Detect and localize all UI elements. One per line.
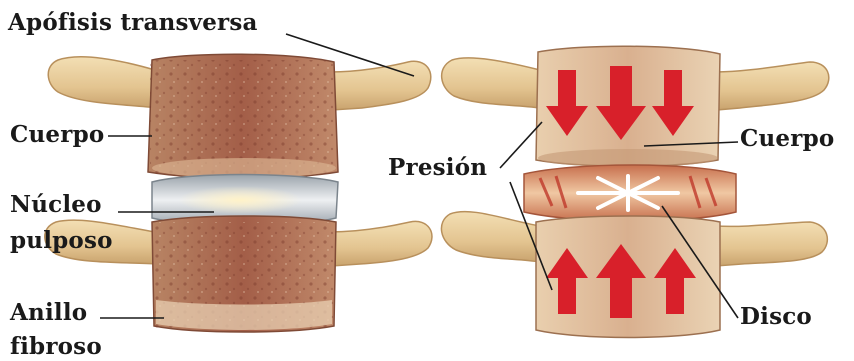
label-presion: Presión: [388, 155, 487, 181]
label-nucleo-line1: Núcleo: [10, 192, 102, 218]
label-cuerpo-right: Cuerpo: [740, 126, 834, 152]
right-lower-process-right: [716, 222, 827, 266]
left-upper-process-right: [330, 61, 431, 110]
right-upper-process-left: [442, 58, 540, 108]
left-lower-process-right: [330, 221, 432, 266]
label-apofisis-transversa: Apófisis transversa: [8, 10, 258, 36]
pressure-arrows-up: [546, 244, 696, 318]
left-upper-process-left: [48, 57, 158, 108]
label-cuerpo-left: Cuerpo: [10, 122, 104, 148]
pressure-arrows-down: [546, 66, 694, 140]
right-upper-process-right: [716, 62, 829, 110]
label-anillo-line1: Anillo: [10, 300, 87, 326]
left-nucleus-pulposus: [178, 186, 302, 214]
left-upper-body-texture: [150, 60, 336, 174]
label-disco: Disco: [740, 304, 812, 330]
label-anillo-line2: fibroso: [10, 334, 102, 360]
label-nucleo-line2: pulposo: [10, 228, 113, 254]
left-vertebrae-group: [45, 54, 432, 332]
right-vertebrae-group: [441, 46, 828, 337]
left-lower-body-rim: [156, 300, 332, 330]
